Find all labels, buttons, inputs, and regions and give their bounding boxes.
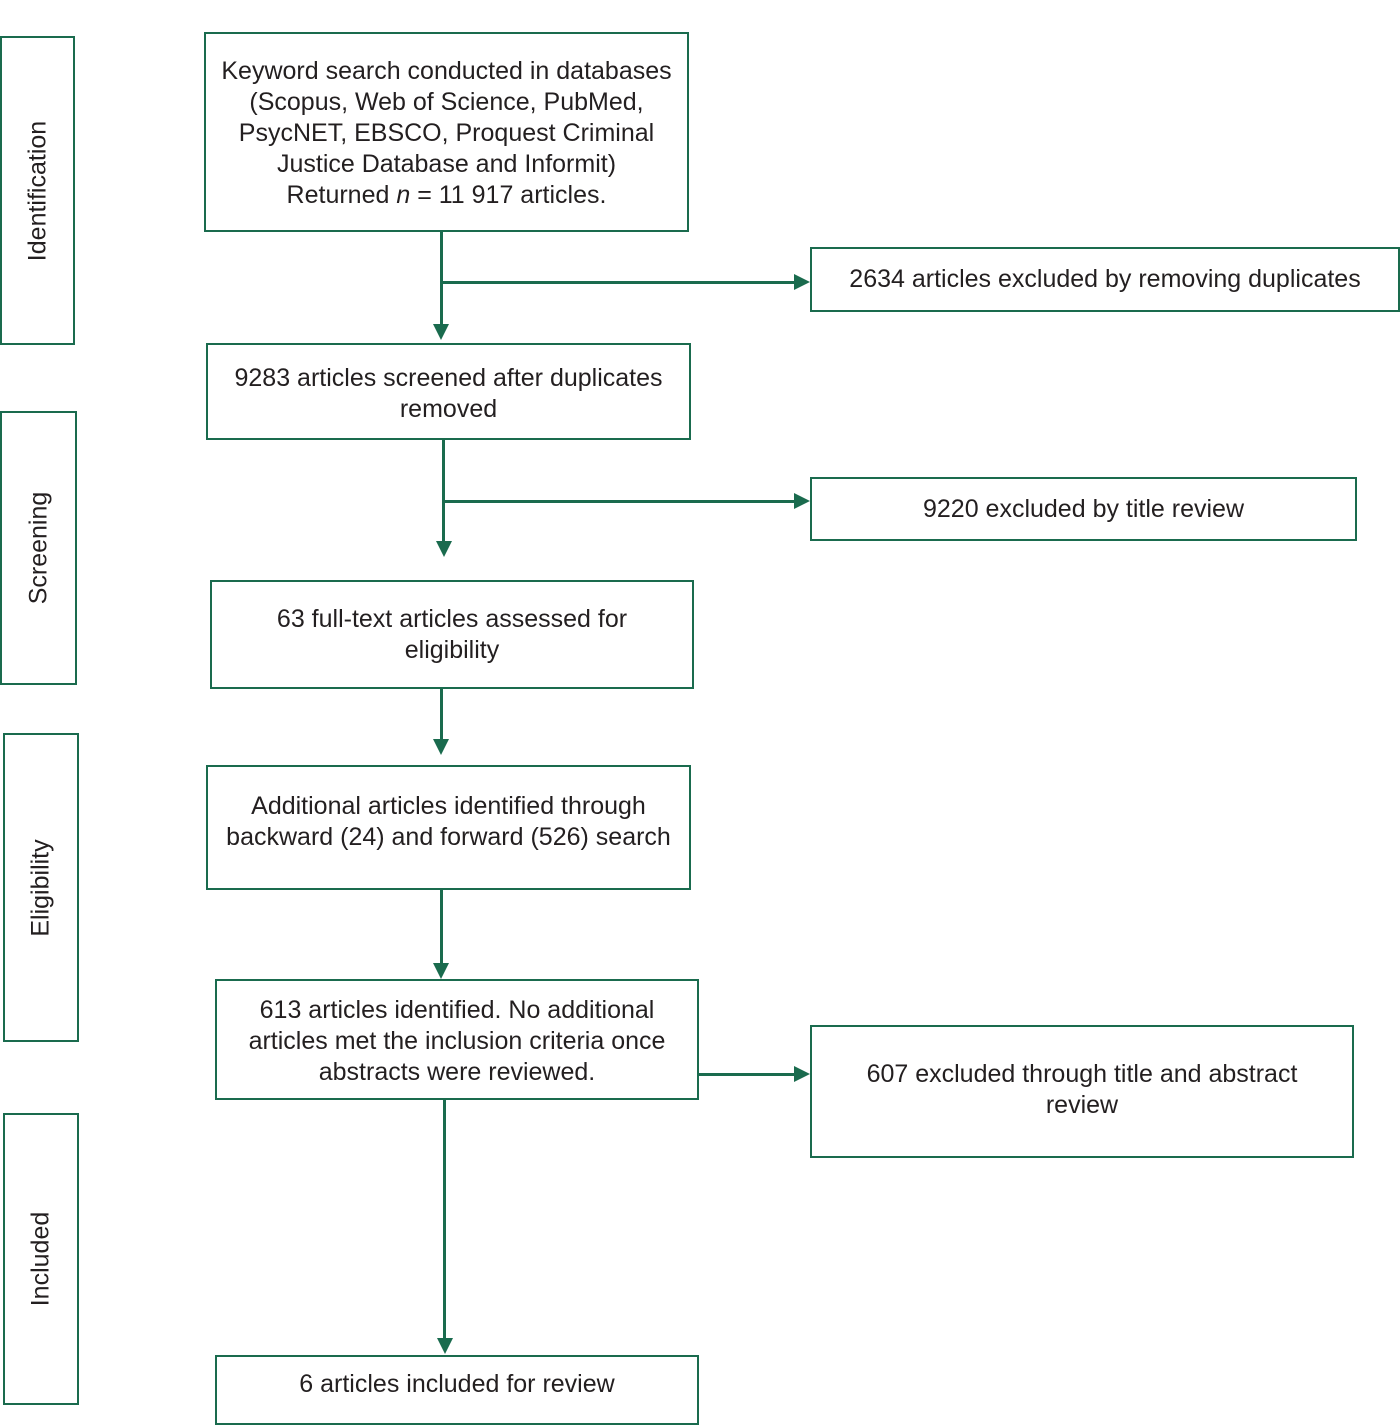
arrowhead-duplicates [794, 274, 810, 290]
identified-box: 613 articles identified. No additional a… [215, 979, 699, 1100]
identified-line-1: 613 articles identified. No additional [259, 996, 655, 1024]
duplicates-excluded-box: 2634 articles excluded by removing dupli… [810, 247, 1400, 312]
stage-eligibility-label: Eligibility [26, 838, 55, 937]
search-box: Keyword search conducted in databases (S… [204, 32, 689, 232]
fulltext-line-2: eligibility [404, 635, 500, 664]
fulltext-line-1: 63 full-text articles assessed for [276, 604, 628, 633]
stage-identification: Identification [0, 36, 75, 345]
identified-line-3: abstracts were reviewed. [318, 1058, 596, 1086]
arrowhead-title-excluded [794, 493, 810, 509]
arrowhead-screened [433, 324, 449, 340]
screened-line-2: removed [399, 395, 498, 423]
included-text: 6 articles included for review [299, 1370, 615, 1398]
stage-eligibility: Eligibility [3, 733, 79, 1042]
connector-screened-fulltext [442, 440, 445, 541]
connector-identified-included [443, 1100, 446, 1338]
additional-line-1: Additional articles identified through [251, 792, 646, 820]
included-box: 6 articles included for review [215, 1355, 699, 1425]
search-n-symbol: n [396, 181, 411, 209]
screened-box: 9283 articles screened after duplicates … [206, 343, 691, 440]
arrowhead-fulltext [436, 541, 452, 557]
abstract-excluded-box: 607 excluded through title and abstract … [810, 1025, 1354, 1158]
search-line-3: PsycNET, EBSCO, Proquest Criminal [238, 119, 655, 147]
stage-identification-label: Identification [23, 120, 51, 261]
abstract-excluded-line-2: review [1045, 1091, 1119, 1119]
connector-abstract-excluded [699, 1073, 794, 1076]
duplicates-excluded-text: 2634 articles excluded by removing dupli… [849, 265, 1361, 293]
arrowhead-included [437, 1338, 453, 1354]
title-excluded-text: 9220 excluded by title review [922, 494, 1245, 523]
connector-search-screened [440, 232, 443, 324]
connector-fulltext-additional [440, 689, 443, 739]
fulltext-box: 63 full-text articles assessed for eligi… [210, 580, 694, 689]
title-excluded-box: 9220 excluded by title review [810, 477, 1357, 541]
screened-line-1: 9283 articles screened after duplicates [234, 364, 663, 392]
stage-included-label: Included [26, 1211, 55, 1307]
identified-line-2: articles met the inclusion criteria once [248, 1027, 666, 1055]
arrowhead-abstract-excluded [794, 1066, 810, 1082]
stage-screening-label: Screening [24, 491, 52, 605]
search-line-1: Keyword search conducted in databases [221, 57, 672, 85]
additional-box: Additional articles identified through b… [206, 765, 691, 890]
abstract-excluded-line-1: 607 excluded through title and abstract [866, 1060, 1298, 1088]
connector-title-excluded [443, 500, 794, 503]
search-returned-count: = 11 917 articles. [410, 181, 607, 209]
search-returned-label: Returned [286, 181, 397, 209]
search-line-5: Returned n = 11 917 articles. [221, 180, 671, 211]
stage-included: Included [3, 1113, 79, 1405]
arrowhead-additional [433, 739, 449, 755]
connector-additional-identified [440, 890, 443, 963]
search-line-4: Justice Database and Informit) [276, 150, 617, 178]
additional-line-2: backward (24) and forward (526) search [226, 823, 671, 851]
arrowhead-identified [433, 963, 449, 979]
stage-screening: Screening [0, 411, 77, 685]
connector-duplicates [441, 281, 794, 284]
search-line-2: (Scopus, Web of Science, PubMed, [249, 88, 644, 116]
